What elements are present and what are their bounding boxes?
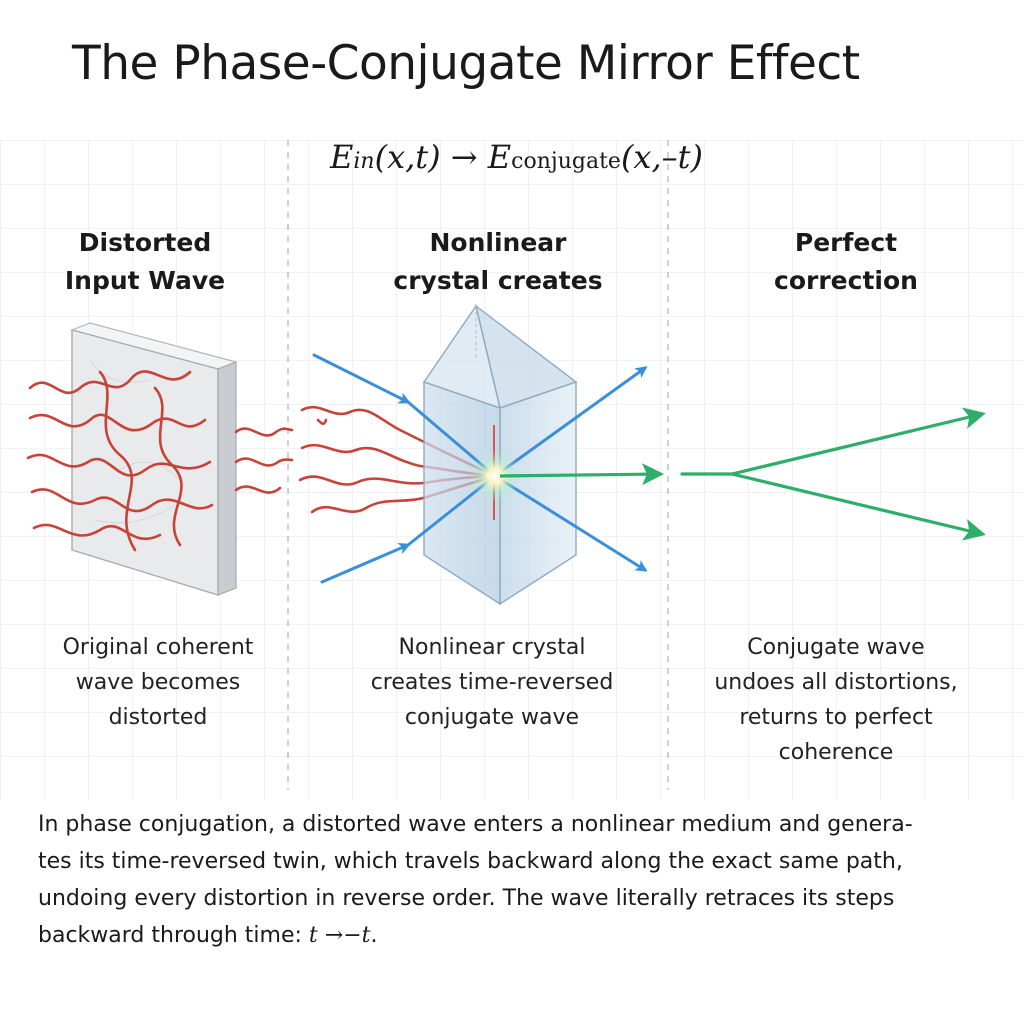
panel-3-caption-line1: Conjugate wave xyxy=(747,635,925,660)
summary-line-4: backward through time: t →−t. xyxy=(38,917,998,954)
nonlinear-crystal xyxy=(422,304,578,606)
equation-lhs-args: (x,t) xyxy=(374,138,441,176)
distorted-wave-2 xyxy=(28,413,207,432)
equation-arrow: → xyxy=(450,138,478,176)
panel-1-caption-line2: wave becomes xyxy=(75,670,241,695)
equation-lhs-symbol: E xyxy=(330,138,354,176)
panel-1-caption: Original coherent wave becomes distorted xyxy=(18,630,298,735)
equation-rhs-symbol: E xyxy=(487,138,512,176)
panel-1-heading-line2: Input Wave xyxy=(64,266,226,295)
panel-3-caption: Conjugate wave undoes all distortions, r… xyxy=(696,630,976,770)
page-title: The Phase-Conjugate Mirror Effect xyxy=(72,36,860,91)
summary-line-3: undoing every distortion in reverse orde… xyxy=(38,886,895,911)
panel-2-caption-line3: conjugate wave xyxy=(404,705,580,730)
summary-line-4-text: backward through time: xyxy=(38,923,309,948)
summary-line-2: tes its time-reversed twin, which travel… xyxy=(38,849,903,874)
panel-2-caption-line2: creates time-reversed xyxy=(370,670,614,695)
pump-beam-upper-out xyxy=(493,366,648,478)
distorted-wave-5 xyxy=(32,523,162,541)
distorted-wave-10 xyxy=(234,485,282,494)
distorted-wave-6 xyxy=(98,370,137,552)
summary-time-reversal-math: t →−t xyxy=(308,923,371,948)
summary-line-1: In phase conjugation, a distorted wave e… xyxy=(38,812,913,837)
distorted-wave-group xyxy=(26,370,294,552)
corrected-beam-lower xyxy=(730,472,986,541)
panel-3-heading: Perfect correction xyxy=(726,224,966,300)
distorted-wave-1 xyxy=(28,370,192,395)
panel-2-caption-line1: Nonlinear crystal xyxy=(398,635,586,660)
equation-lhs-subscript: in xyxy=(353,149,375,174)
distorted-wave-4 xyxy=(30,488,214,513)
panel-2-caption: Nonlinear crystal creates time-reversed … xyxy=(352,630,632,735)
panel-2-heading-line2: crystal creates xyxy=(393,266,603,295)
distorted-wave-9 xyxy=(234,457,294,467)
conjugate-beam-center xyxy=(499,463,664,486)
pump-beam-lower-out xyxy=(493,474,648,572)
panel-3-heading-line2: correction xyxy=(774,266,918,295)
panel-3-caption-line3: returns to perfect xyxy=(739,705,933,730)
panel-1-caption-line1: Original coherent xyxy=(62,635,254,660)
panel-3-caption-line2: undoes all distortions, xyxy=(714,670,958,695)
panel-2-heading: Nonlinear crystal creates xyxy=(378,224,618,300)
summary-paragraph: In phase conjugation, a distorted wave e… xyxy=(38,806,998,954)
corrected-beam-upper xyxy=(730,407,986,476)
summary-line-4-end: . xyxy=(370,923,378,948)
panel-2-heading-line1: Nonlinear xyxy=(429,228,567,257)
panel-1-heading: Distorted Input Wave xyxy=(25,224,265,300)
corrected-beams xyxy=(680,407,986,541)
interaction-glow xyxy=(469,450,521,502)
panel-3-caption-line4: coherence xyxy=(778,740,894,765)
panel-1-heading-line1: Distorted xyxy=(78,228,212,257)
distorted-wave-8 xyxy=(234,427,294,437)
conjugation-equation: Ein(x,t) → Econjugate(x,–t) xyxy=(330,138,703,176)
panel-3-heading-line1: Perfect xyxy=(794,228,898,257)
equation-rhs-subscript: conjugate xyxy=(511,149,621,174)
distorted-wave-7 xyxy=(153,386,183,547)
incoming-wave-5 xyxy=(316,418,328,426)
pump-beam-lower-in xyxy=(320,543,411,584)
equation-rhs-args: (x,–t) xyxy=(620,138,703,176)
panel-1-caption-line3: distorted xyxy=(108,705,208,730)
pump-beam-upper-in xyxy=(312,353,411,404)
